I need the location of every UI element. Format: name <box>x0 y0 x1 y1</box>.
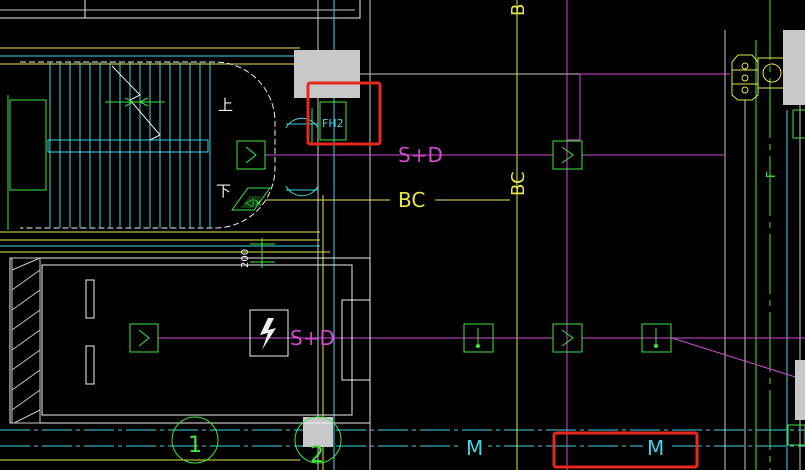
m-label-left: M <box>466 436 483 460</box>
column-block <box>303 417 333 447</box>
diagonal-line <box>671 337 805 381</box>
column-block <box>294 50 360 98</box>
dimension-200: 200 <box>240 249 251 268</box>
m-highlight-box <box>552 431 699 469</box>
bottom-right-marker <box>787 424 805 446</box>
b-label-vertical: B <box>508 4 529 16</box>
m-label-right: M <box>647 436 664 460</box>
pump-block <box>783 30 805 105</box>
grid-axis-label-1: 1 <box>188 433 202 458</box>
speaker-icon: ◁× <box>245 196 263 209</box>
fh2-label: FH2 <box>322 117 344 130</box>
fire-hydrant-cabinet <box>285 101 347 197</box>
sd-label-top: S+D <box>398 143 443 167</box>
grid-axis-circle-1 <box>171 416 219 464</box>
bc-label-horizontal: BC <box>398 188 425 212</box>
fh2-highlight-box <box>306 81 382 146</box>
stair-up-label: 上 <box>218 96 233 114</box>
m-label-bg-left <box>462 434 488 458</box>
elevator-lightning-box <box>249 309 289 357</box>
m-label-bg-right <box>643 434 669 458</box>
column-block-right <box>795 360 805 420</box>
sd-label-bottom: S+D <box>290 326 335 350</box>
elevator-hatch <box>11 257 41 424</box>
dimension-marker <box>250 238 275 268</box>
detector-dot-mark <box>654 344 658 348</box>
lightning-icon <box>260 318 276 350</box>
stair-down-label: 下 <box>216 182 231 200</box>
valve-box-right <box>792 109 805 139</box>
alarm-device <box>231 187 271 211</box>
staircase <box>7 61 276 230</box>
f-label-right: F <box>764 171 778 178</box>
detector-s <box>129 140 583 353</box>
grid-axis-circle-2 <box>294 416 342 464</box>
detector-dot-mark <box>476 344 480 348</box>
top-left-wall <box>0 0 361 19</box>
elevator-shaft <box>9 257 371 424</box>
magenta-route-top <box>567 73 730 141</box>
detector-s-glyph <box>138 146 574 347</box>
bc-label-vertical: BC <box>508 171 529 196</box>
grid-axis-label-2: 2 <box>310 443 324 468</box>
detector-dot <box>463 323 672 353</box>
